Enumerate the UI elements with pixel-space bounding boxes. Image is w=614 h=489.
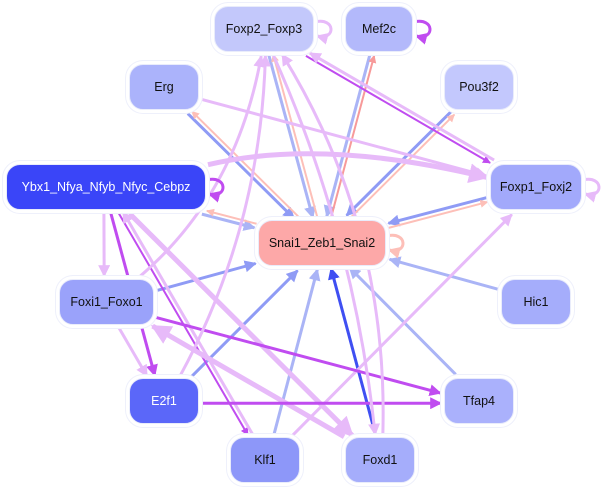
edge-e2f1-to-foxp2 xyxy=(178,54,272,378)
edge-foxp2-to-snai xyxy=(267,54,316,219)
node-label: Erg xyxy=(154,80,174,94)
node-ybx1-nfya-nfyb-nfyc-cebpz[interactable]: Ybx1_Nfya_Nfyb_Nfyc_Cebpz xyxy=(6,164,206,210)
node-erg[interactable]: Erg xyxy=(129,64,199,110)
node-label: Snai1_Zeb1_Snai2 xyxy=(268,236,376,250)
edge-snai-to-erg xyxy=(191,110,299,218)
node-foxp2-foxp3[interactable]: Foxp2_Foxp3 xyxy=(214,6,314,52)
edge-foxi1-to-snai xyxy=(156,260,257,293)
node-label: Foxd1 xyxy=(362,453,398,467)
self-loop-foxp1 xyxy=(582,177,601,203)
node-label: Foxp2_Foxp3 xyxy=(225,22,303,36)
node-label: Tfap4 xyxy=(463,394,495,408)
edge-klf1-to-snai xyxy=(272,268,321,436)
node-label: Hic1 xyxy=(523,295,549,309)
edge-klf1-to-ybx1 xyxy=(121,210,254,435)
edge-snai-to-foxp2 xyxy=(271,53,319,218)
edge-mef2c-to-snai xyxy=(323,53,372,218)
node-label: Pou3f2 xyxy=(459,80,499,94)
edge-hic1-to-snai xyxy=(388,256,500,292)
node-pou3f2[interactable]: Pou3f2 xyxy=(444,64,514,110)
edge-foxp1-to-snai xyxy=(387,195,488,227)
node-foxd1[interactable]: Foxd1 xyxy=(345,437,415,483)
node-foxi1-foxo1[interactable]: Foxi1_Foxo1 xyxy=(59,279,154,325)
node-tfap4[interactable]: Tfap4 xyxy=(444,378,514,424)
node-label: Foxi1_Foxo1 xyxy=(70,295,143,309)
node-hic1[interactable]: Hic1 xyxy=(501,279,571,325)
edge-foxd1-to-foxi1 xyxy=(150,323,346,439)
node-label: Foxp1_Foxj2 xyxy=(499,180,573,194)
self-loop-mef2c xyxy=(413,19,432,45)
edge-tfap4-to-snai xyxy=(348,266,457,376)
edge-foxp1-to-foxp2 xyxy=(308,51,495,162)
edge-erg-to-snai xyxy=(186,112,296,220)
edge-foxi1-to-e2f1 xyxy=(117,327,149,378)
self-loop-ybx1 xyxy=(206,177,225,203)
node-snai1-zeb1-snai2[interactable]: Snai1_Zeb1_Snai2 xyxy=(258,220,386,266)
edge-snai-to-mef2c xyxy=(329,54,377,219)
edge-snai-to-ybx1 xyxy=(206,208,257,225)
node-label: Ybx1_Nfya_Nfyb_Nfyc_Cebpz xyxy=(21,180,191,194)
edge-snai-to-foxp1 xyxy=(388,199,489,229)
edge-foxd1-to-snai xyxy=(328,267,377,435)
node-label: E2f1 xyxy=(151,394,177,408)
edge-erg-to-foxp1 xyxy=(200,97,488,179)
edge-klf1-to-foxp1 xyxy=(290,213,513,438)
node-label: Mef2c xyxy=(361,22,397,36)
node-e2f1[interactable]: E2f1 xyxy=(129,378,199,424)
node-mef2c[interactable]: Mef2c xyxy=(345,6,413,52)
node-foxp1-foxj2[interactable]: Foxp1_Foxj2 xyxy=(490,164,582,210)
edge-foxp2-to-foxp1 xyxy=(305,55,491,164)
self-loop-foxp2 xyxy=(314,19,333,45)
node-label: Klf1 xyxy=(254,453,276,467)
self-loop-snai xyxy=(386,233,405,259)
node-klf1[interactable]: Klf1 xyxy=(230,437,300,483)
